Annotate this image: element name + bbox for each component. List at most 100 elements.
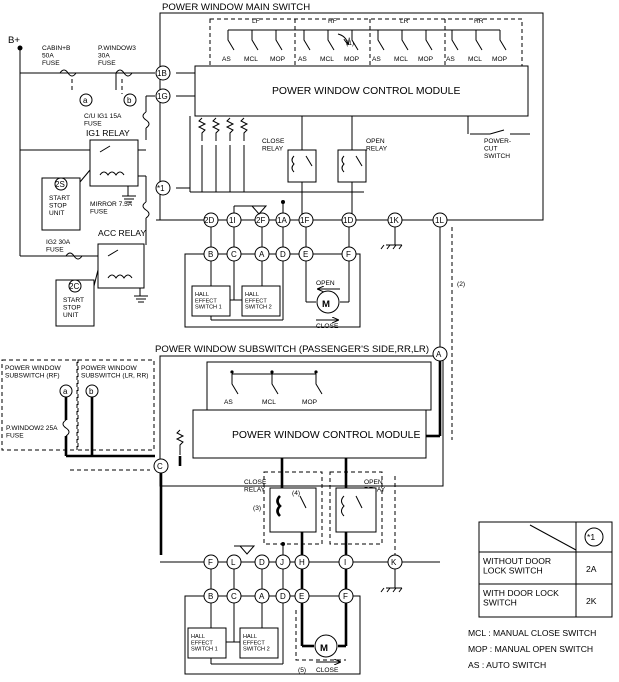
sub-title: POWER WINDOW SUBSWITCH (PASSENGER'S SIDE… <box>155 344 429 355</box>
pin-1d: 1D <box>343 216 353 225</box>
mpin-f: F <box>346 250 351 259</box>
callout-1: (1) <box>346 40 354 47</box>
sub-motor <box>314 634 338 658</box>
sub-pin-h: H <box>299 558 305 567</box>
sub-node-b: b <box>89 387 94 396</box>
main-module-label: POWER WINDOW CONTROL MODULE <box>272 86 460 97</box>
sub-pin-i: I <box>344 558 346 567</box>
main-motor-close: CLOSE <box>316 323 339 330</box>
sub-sw-as: AS <box>224 399 233 406</box>
sw-mop-lf: MOP <box>270 56 286 63</box>
legend-mcl: MCL : MANUAL CLOSE SWITCH <box>468 628 596 638</box>
pin-2f: 2F <box>256 216 265 225</box>
sw-as-rf: AS <box>298 56 307 63</box>
callout-5: (5) <box>298 667 306 674</box>
sw-mcl-lr: MCL <box>394 56 408 63</box>
sub-pin-d: D <box>259 558 265 567</box>
callout-4: (4) <box>292 490 300 497</box>
pin-1g: 1G <box>157 92 168 101</box>
sw-mcl-rr: MCL <box>468 56 482 63</box>
sw-as-lr: AS <box>372 56 381 63</box>
section-lf: LF <box>252 18 260 25</box>
sub-motor-close: CLOSE <box>316 667 339 674</box>
legend-mop: MOP : MANUAL OPEN SWITCH <box>468 644 593 654</box>
pin-star1: *1 <box>157 184 165 193</box>
sub-sw-mcl: MCL <box>262 399 276 406</box>
smpin-e: E <box>299 592 304 601</box>
mpin-d: D <box>280 250 286 259</box>
sw-mop-rr: MOP <box>492 56 508 63</box>
mpin-e: E <box>303 250 308 259</box>
ig1-relay-label: IG1 RELAY <box>86 128 130 138</box>
callout-2: (2) <box>457 281 465 288</box>
sw-mcl-rf: MCL <box>320 56 334 63</box>
sw-mop-rf: MOP <box>344 56 360 63</box>
sub-pin-l: L <box>231 558 236 567</box>
table-header: *1 <box>587 532 595 542</box>
smpin-b: B <box>208 592 213 601</box>
switch-labels-lf: AS MCL MOP AS MCL MOP AS MCL MOP AS MCL … <box>222 56 508 63</box>
sub-pin-c: C <box>157 462 163 471</box>
smpin-a: A <box>259 592 265 601</box>
ss-2s-pin: 2S <box>55 180 65 189</box>
table-row-1-value: 2A <box>586 564 597 574</box>
main-motor-open: OPEN <box>316 280 335 287</box>
pin-1l: 1L <box>435 216 444 225</box>
pin-1k: 1K <box>389 216 399 225</box>
sub-pins: C F L D J H I K <box>153 458 403 570</box>
node-a: a <box>83 96 88 105</box>
sw-as-rr: AS <box>446 56 455 63</box>
sub-node-a: a <box>63 387 68 396</box>
sub-motor-letter: M <box>320 643 328 654</box>
sw-mop-lr: MOP <box>418 56 434 63</box>
sub-switch-contacts <box>230 370 323 395</box>
main-switch-title: POWER WINDOW MAIN SWITCH <box>162 2 310 13</box>
sub-pin-a: A <box>436 350 442 359</box>
sw-mcl-lf: MCL <box>244 56 258 63</box>
sub-sw-mop: MOP <box>302 399 318 406</box>
smpin-c: C <box>231 592 237 601</box>
section-labels: LF RF LR RR <box>252 18 484 25</box>
pin-2d: 2D <box>204 216 214 225</box>
sub-pin-k: K <box>391 558 397 567</box>
smpin-f: F <box>343 592 348 601</box>
callout-3: (3) <box>253 505 261 512</box>
supply-label: B+ <box>8 35 20 46</box>
main-motor <box>316 290 340 314</box>
pin-1a: 1A <box>277 216 287 225</box>
ss-2c-pin: 2C <box>69 282 79 291</box>
pin-1b: 1B <box>157 69 167 78</box>
resistor-bank <box>190 117 364 193</box>
sub-module-label: POWER WINDOW CONTROL MODULE <box>232 430 420 441</box>
mpin-a: A <box>259 250 265 259</box>
legend: MCL : MANUAL CLOSE SWITCH MOP : MANUAL O… <box>468 628 596 670</box>
main-motor-letter: M <box>322 299 330 310</box>
legend-as: AS : AUTO SWITCH <box>468 660 546 670</box>
pin-1f: 1F <box>300 216 309 225</box>
section-rf: RF <box>328 18 337 25</box>
mpin-b: B <box>208 250 213 259</box>
switch-contacts <box>227 29 507 51</box>
smpin-d: D <box>280 592 286 601</box>
table-row-2-value: 2K <box>586 596 597 606</box>
sub-pin-j: J <box>280 558 284 567</box>
node-b: b <box>127 96 132 105</box>
